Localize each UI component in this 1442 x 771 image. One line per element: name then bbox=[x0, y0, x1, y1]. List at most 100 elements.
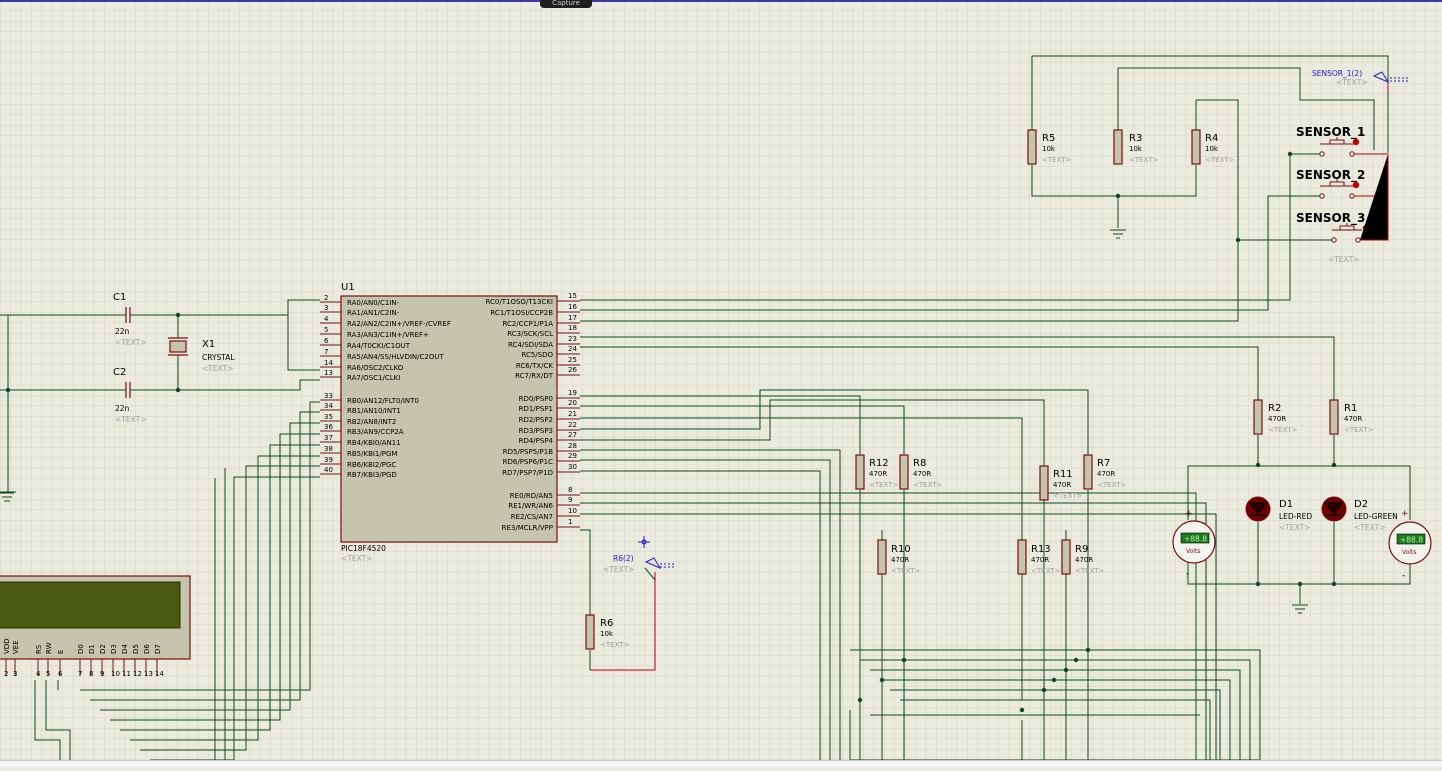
lcd-pin-number: 5 bbox=[46, 670, 50, 678]
mcu-left-pin-name: RA0/AN0/C1IN- bbox=[347, 299, 400, 307]
mcu-left-pin-number: 3 bbox=[324, 304, 328, 312]
led-d2[interactable]: D2 LED-GREEN <TEXT> bbox=[1321, 496, 1398, 532]
mcu-left-pin-number: 36 bbox=[324, 423, 333, 431]
c1-ref: C1 bbox=[113, 292, 126, 303]
mcu-right-pin-name: RC1/T1OSI/CCP2B bbox=[490, 309, 553, 317]
mcu-right-pin-name: RD1/PSP1 bbox=[519, 405, 553, 413]
resistor-ref: R1 bbox=[1344, 403, 1357, 414]
sensor-1[interactable]: SENSOR_1 bbox=[1296, 125, 1388, 157]
mcu-right-pin-number: 16 bbox=[568, 303, 577, 311]
mcu-right-pin-name: RC2/CCP1/P1A bbox=[503, 320, 554, 328]
resistor-value: 470R bbox=[1344, 415, 1362, 423]
lcd-pin-name: D6 bbox=[143, 644, 151, 654]
voltmeter-right-display: +88.8 bbox=[1400, 536, 1423, 545]
mcu-left-pin-number: 39 bbox=[324, 456, 333, 464]
resistor-body bbox=[1113, 129, 1123, 165]
mcu-left-pin-name: RB3/AN9/CCP2A bbox=[347, 428, 404, 436]
resistor-value: 10k bbox=[1042, 145, 1056, 153]
lcd-pin-number: 10 bbox=[111, 670, 120, 678]
voltmeter-left-unit: Volts bbox=[1186, 548, 1200, 555]
resistor-text: <TEXT> bbox=[1129, 156, 1159, 164]
mcu-left-pin-number: 40 bbox=[324, 466, 333, 474]
mcu-right-pin-number: 30 bbox=[568, 463, 577, 471]
mcu-right-pin-number: 29 bbox=[568, 452, 577, 460]
voltmeter-left[interactable]: +88.8 Volts + - bbox=[1172, 509, 1216, 579]
mcu-left-pin-number: 37 bbox=[324, 434, 333, 442]
c2-value: 22n bbox=[115, 404, 130, 413]
mcu-left-pin-number: 33 bbox=[324, 392, 333, 400]
lcd-pin-name: D2 bbox=[99, 644, 107, 654]
mcu-left-pin-name: RA4/T0CKI/C1OUT bbox=[347, 342, 411, 350]
lcd-pin-name: VEE bbox=[12, 640, 20, 654]
resistor-text: <TEXT> bbox=[600, 641, 630, 649]
resistor-body bbox=[1191, 129, 1201, 165]
lcd-pin-name: D4 bbox=[121, 644, 129, 654]
probe-r6[interactable]: R6(2) <TEXT> bbox=[590, 536, 676, 671]
mcu-left-pin-number: 13 bbox=[324, 369, 333, 377]
mcu-right-pins: 15RC0/T1OSO/T13CKI16RC1/T1OSI/CCP2B17RC2… bbox=[486, 292, 580, 532]
lcd-pin-name: VDD bbox=[3, 638, 11, 654]
resistor-body bbox=[1329, 399, 1339, 435]
lcd-pin-name: D7 bbox=[154, 644, 162, 654]
lcd-pin-number: 12 bbox=[133, 670, 142, 678]
mcu-right-pin-number: 19 bbox=[568, 389, 577, 397]
d1-ref: D1 bbox=[1279, 499, 1293, 510]
lcd-pin-name: RS bbox=[35, 644, 43, 654]
window-top-border bbox=[0, 0, 1442, 2]
mcu-left-pin-name: RB5/KBI1/PGM bbox=[347, 450, 397, 458]
probe-sensor-text: <TEXT> bbox=[1336, 78, 1367, 87]
capacitor-c2[interactable] bbox=[112, 382, 142, 398]
mcu-pic18f4520[interactable]: U1 PIC18F4520 <TEXT> 2RA0/AN0/C1IN-3RA1/… bbox=[320, 282, 580, 563]
capacitor-c1[interactable] bbox=[112, 307, 142, 323]
resistor-body bbox=[1017, 539, 1027, 575]
capture-tab[interactable]: Capture bbox=[540, 0, 592, 8]
mcu-right-pin-name: RE3/MCLR/VPP bbox=[502, 524, 553, 532]
mcu-right-pin-number: 20 bbox=[568, 399, 577, 407]
d2-ref: D2 bbox=[1354, 499, 1368, 510]
mcu-left-pin-number: 7 bbox=[324, 348, 328, 356]
wires bbox=[0, 55, 1411, 761]
led-d1[interactable]: D1 LED-RED <TEXT> bbox=[1245, 496, 1312, 532]
mcu-left-pin-number: 6 bbox=[324, 337, 329, 345]
mcu-right-pin-name: RD6/PSP6/P1C bbox=[503, 458, 553, 466]
mcu-left-pin-number: 2 bbox=[324, 294, 328, 302]
sensor-2[interactable]: SENSOR_2 bbox=[1296, 168, 1388, 199]
lcd-pin-name: RW bbox=[45, 642, 53, 654]
mcu-left-pin-number: 14 bbox=[324, 359, 333, 367]
lcd-pin-number: 7 bbox=[78, 670, 82, 678]
d2-value: LED-GREEN bbox=[1354, 512, 1398, 521]
lcd-pin-number: 11 bbox=[122, 670, 131, 678]
lcd-pin-number: 4 bbox=[36, 670, 41, 678]
mcu-right-pin-name: RE0/RD/AN5 bbox=[510, 492, 553, 500]
resistor-body bbox=[585, 614, 595, 650]
resistor-value: 470R bbox=[1268, 415, 1286, 423]
lcd-pin-number: 13 bbox=[144, 670, 153, 678]
probe-sensor-1[interactable]: SENSOR_1(2) <TEXT> bbox=[1312, 69, 1408, 92]
resistor-text: <TEXT> bbox=[1205, 156, 1235, 164]
resistor-ref: R6 bbox=[600, 618, 613, 629]
resistor-value: 470R bbox=[1053, 481, 1071, 489]
voltmeter-right[interactable]: +88.8 Volts + - bbox=[1388, 509, 1432, 581]
crystal-x1[interactable] bbox=[168, 337, 188, 356]
mcu-left-pin-name: RB1/AN10/INT1 bbox=[347, 407, 401, 415]
sensor-3[interactable]: SENSOR_3 <TEXT> bbox=[1296, 154, 1389, 264]
mcu-right-pin-number: 24 bbox=[568, 345, 577, 353]
mcu-right-pin-number: 18 bbox=[568, 324, 577, 332]
x1-text: <TEXT> bbox=[202, 364, 233, 373]
lcd-module[interactable]: VDD2VEE3RS4RW5E6D07D18D29D310D411D512D61… bbox=[0, 575, 191, 678]
